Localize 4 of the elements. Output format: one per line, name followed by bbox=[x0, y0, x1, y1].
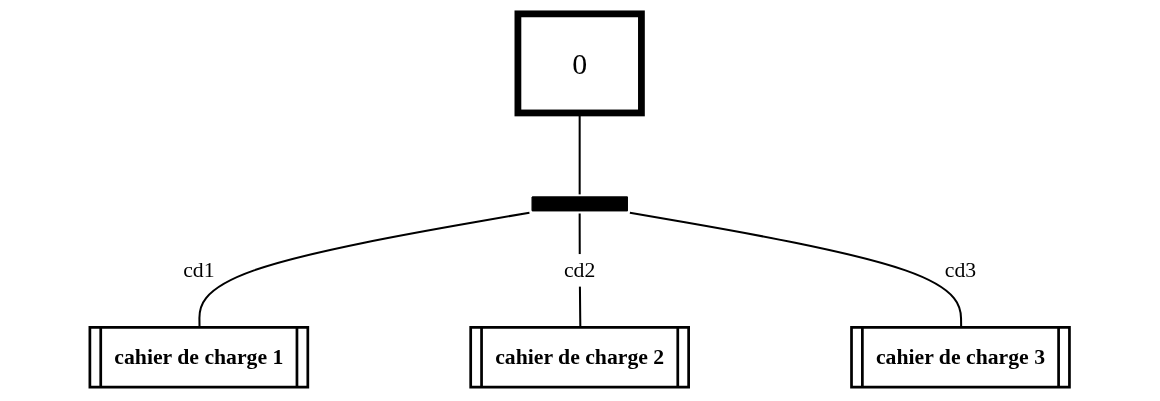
node-box: 0 bbox=[514, 10, 646, 117]
edge-label: cd3 bbox=[945, 258, 977, 282]
edge-label: cd1 bbox=[183, 258, 215, 282]
edge-label: cd2 bbox=[564, 258, 596, 282]
